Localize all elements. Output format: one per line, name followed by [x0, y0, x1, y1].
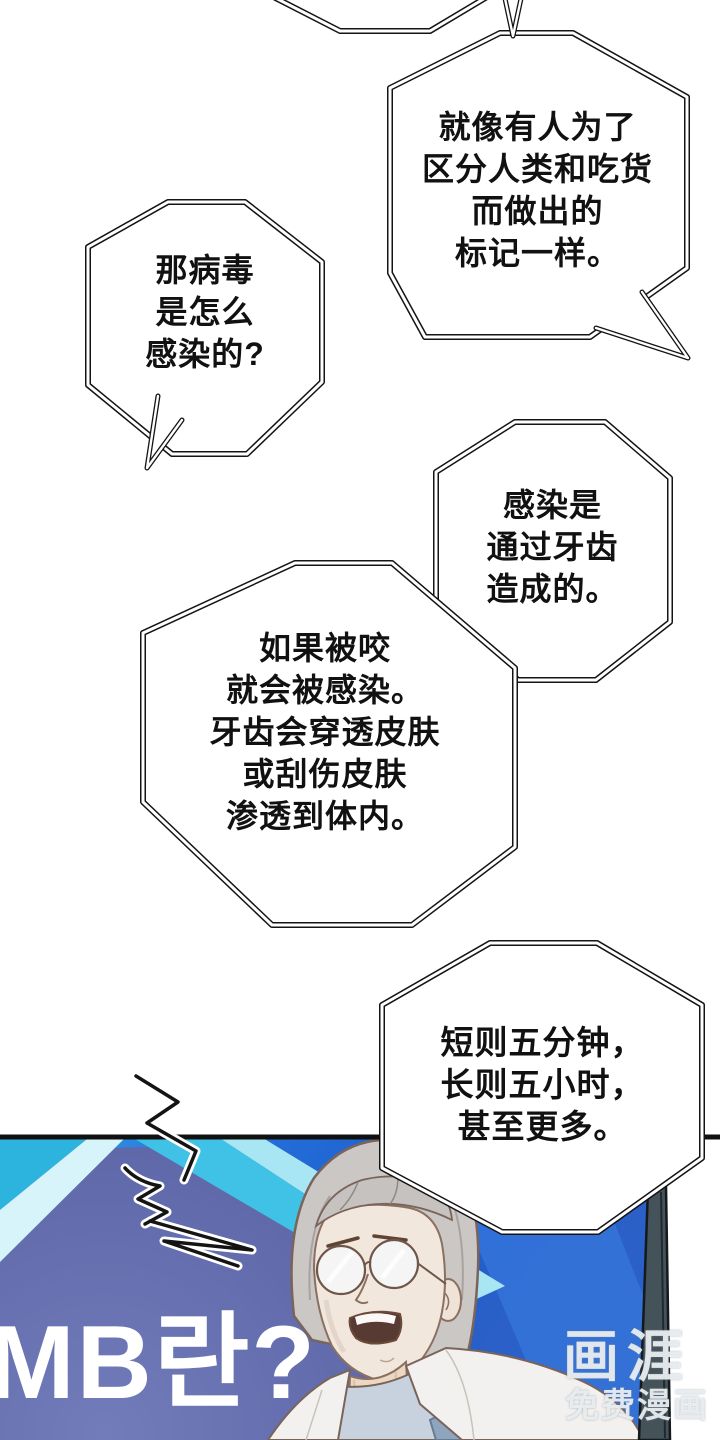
bubble-d-line: 或刮伤皮肤 — [242, 756, 408, 792]
bubble-a-line: 而做出的 — [471, 193, 604, 229]
bubble-e-text: 短则五分钟， 长则五小时， 甚至更多。 — [390, 1022, 695, 1148]
coat-left-lapel — [266, 1368, 352, 1440]
bubble-c-line: 通过牙齿 — [486, 529, 619, 565]
screen-caption-text: MB란? — [0, 1305, 317, 1421]
bubble-d-text: 如果被咬 就会被感染。 牙齿会穿透皮肤 或刮伤皮肤 渗透到体内。 — [150, 627, 500, 837]
bubble-a-line: 标记一样。 — [454, 235, 620, 271]
watermark-logo: 画涯 — [563, 1325, 691, 1388]
bubble-e-line: 甚至更多。 — [457, 1108, 628, 1145]
bubble-b-line: 是怎么 — [155, 294, 255, 330]
partial-top-bubble — [272, 0, 524, 39]
lens-shine — [326, 1248, 406, 1284]
bubble-e-line: 短则五分钟， — [440, 1024, 645, 1061]
bubble-d-line: 牙齿会穿透皮肤 — [209, 714, 441, 750]
bubble-c-line: 造成的。 — [486, 571, 619, 607]
monitor-edge-line — [660, 1191, 666, 1439]
cheek-shading — [323, 1299, 347, 1354]
coat-fold — [445, 1349, 475, 1440]
bubble-c-line: 感染是 — [502, 487, 602, 523]
bubble-a-line: 区分人类和吃货 — [421, 151, 653, 187]
emphasis-squiggle-doodle — [120, 1071, 257, 1271]
speech-bubble-d — [140, 560, 518, 928]
bubble-b-line: 那病毒 — [155, 252, 255, 288]
bubble-a-text: 就像有人为了 区分人类和吃货 而做出的 标记一样。 — [395, 106, 680, 274]
bubble-c-text: 感染是 通过牙齿 造成的。 — [440, 484, 665, 610]
bubble-d-line: 就会被感染。 — [225, 672, 424, 708]
teeth — [355, 1313, 396, 1325]
bubble-e-line: 长则五小时， — [440, 1066, 645, 1103]
bubble-d-line: 渗透到体内。 — [225, 798, 424, 834]
nose — [354, 1273, 369, 1305]
bubble-a-tail — [596, 292, 688, 358]
glasses-left-lens — [315, 1244, 367, 1296]
chin-line — [379, 1357, 395, 1363]
bubble-b-text: 那病毒 是怎么 感染的? — [95, 249, 315, 375]
panel-right-margin — [667, 1139, 720, 1440]
speech-bubble-b — [85, 199, 325, 471]
speech-bubble-e — [379, 940, 705, 1235]
watermark-tagline: 免费漫画 — [565, 1387, 709, 1425]
speech-bubble-c — [433, 419, 673, 683]
bubble-b-line: 感染的? — [145, 336, 265, 372]
bubble-d-line: 如果被咬 — [258, 630, 391, 666]
bubble-a-line: 就像有人为了 — [438, 109, 637, 145]
lapel-line — [305, 1389, 323, 1440]
speech-bubble-a — [387, 30, 691, 361]
glasses-arm — [415, 1261, 447, 1285]
glasses-bridge — [363, 1261, 372, 1267]
eyebrows — [326, 1234, 408, 1248]
